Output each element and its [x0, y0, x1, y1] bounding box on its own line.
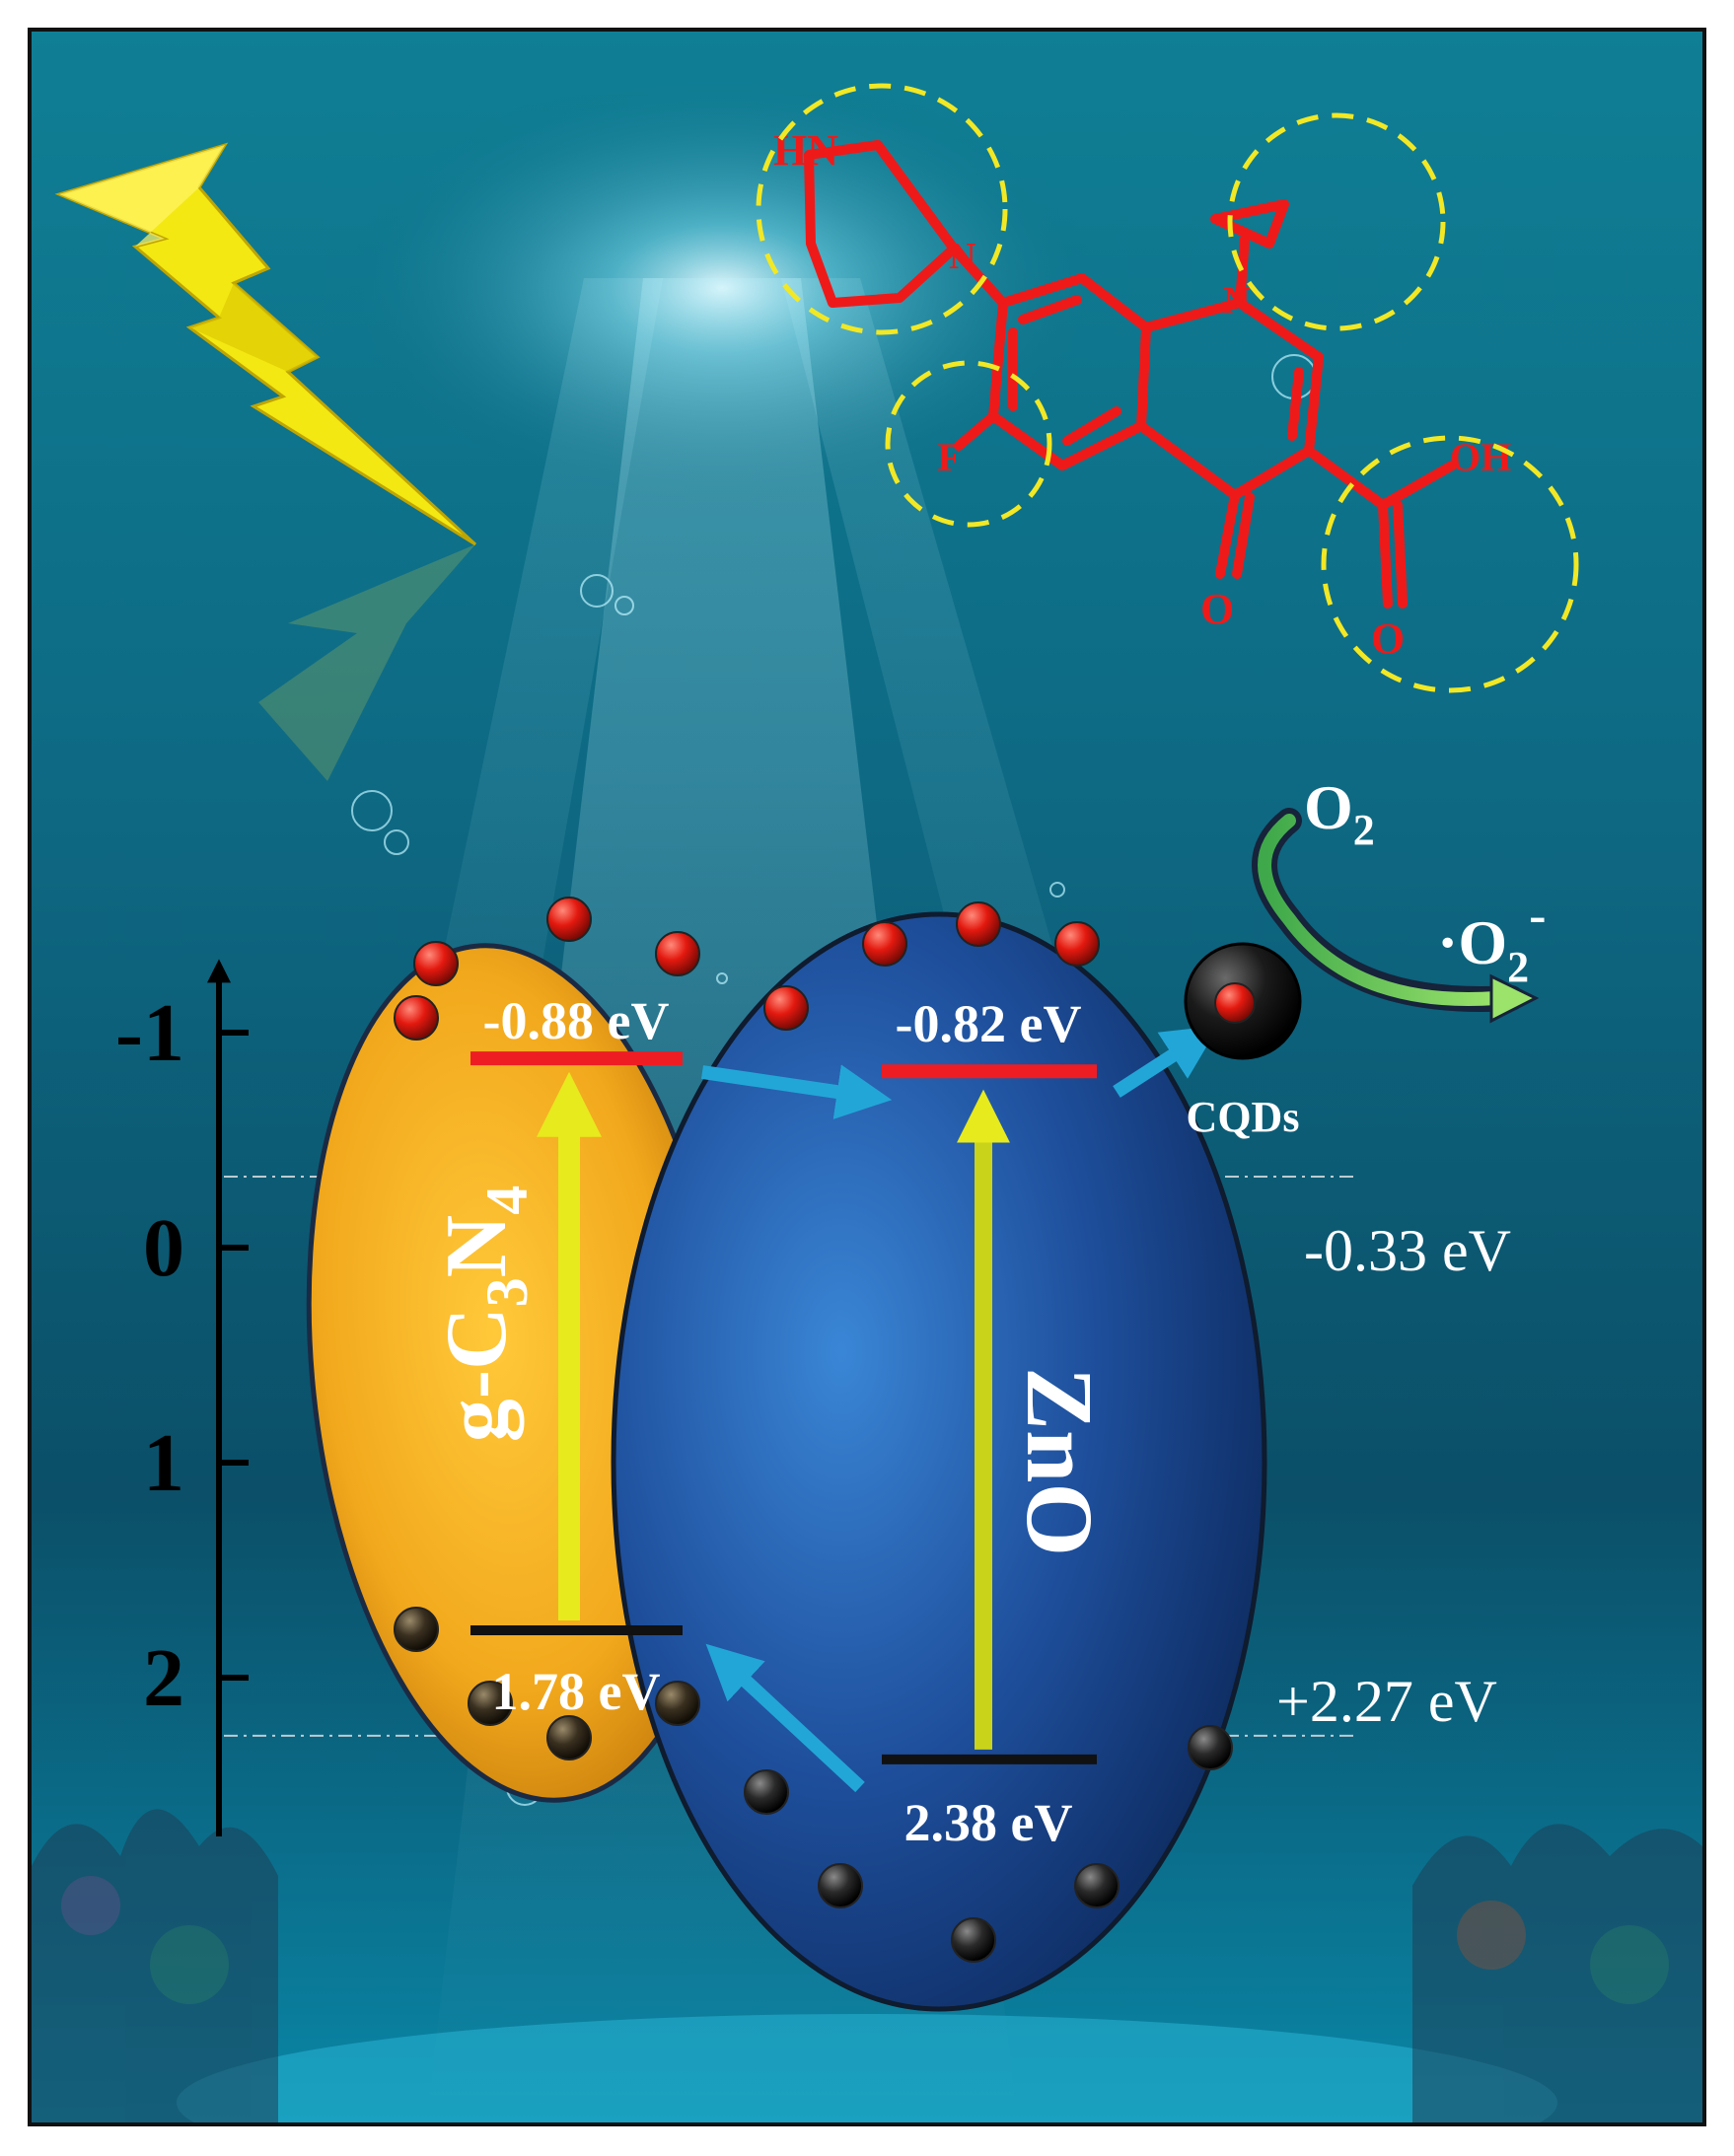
svg-text:g-C3N4: g-C3N4 — [429, 1186, 540, 1442]
axis-tick-label: 0 — [143, 1202, 184, 1294]
lightning-bolt-icon — [54, 142, 477, 781]
coral-left — [32, 1809, 278, 2122]
axis-tick-label: 1 — [143, 1417, 184, 1509]
zno-cb-label: -0.82 eV — [896, 994, 1082, 1053]
gcn-name: g-C3N4 — [429, 1186, 540, 1442]
axis-tick-label: -1 — [115, 987, 184, 1079]
gcn-vb-label: 1.78 eV — [492, 1662, 661, 1721]
electron-transfer-arrow — [700, 1064, 893, 1119]
molecule-labels: HN N N F O OH O — [773, 126, 1511, 663]
o2-reactant: O2 — [1304, 772, 1375, 854]
functional-group-highlights — [756, 83, 1579, 693]
cqds-particle — [1184, 942, 1302, 1060]
atom-f: F — [937, 435, 961, 479]
zno-vb-label: 2.38 eV — [904, 1793, 1073, 1852]
gcn-electrons — [394, 897, 700, 1041]
atom-o-ketone: O — [1200, 585, 1234, 633]
reduction-arc-head — [1489, 973, 1540, 1024]
energy-axis: -1 0 1 2 — [115, 959, 249, 1836]
reduction-arc — [1258, 814, 1503, 1006]
atom-oh: OH — [1450, 435, 1511, 479]
diagram-canvas: HN N N F O OH O -1 0 1 2 — [28, 28, 1706, 2156]
electron-to-cqds-arrow — [1113, 1025, 1219, 1098]
highlight-piperazine — [756, 83, 1008, 335]
svg-text:ZnO: ZnO — [1007, 1367, 1113, 1556]
o2-potential-label: -0.33 eV — [1304, 1218, 1511, 1283]
gcn-cb-label: -0.88 eV — [483, 991, 670, 1050]
superoxide-product: ·O2- — [1437, 888, 1546, 991]
zno-holes — [744, 1725, 1233, 1963]
zno-semiconductor — [611, 911, 1267, 2012]
ciprofloxacin-molecule — [804, 140, 1457, 609]
highlight-cyclopropyl — [1227, 112, 1446, 331]
zno-electrons — [763, 901, 1100, 1031]
atom-o-carbonyl: O — [1371, 614, 1405, 663]
hole-transfer-arrow — [705, 1643, 865, 1793]
axis-tick-label: 2 — [143, 1632, 184, 1724]
seafloor-glow — [177, 2014, 1557, 2156]
atom-n-piperazine: N — [949, 236, 975, 277]
gcn-holes — [394, 1607, 700, 1761]
diagram-svg: HN N N F O OH O -1 0 1 2 — [32, 32, 1702, 2156]
coral-right — [1412, 1824, 1702, 2122]
zno-name: ZnO — [1007, 1367, 1113, 1556]
atom-n-quinolone: N — [1223, 280, 1250, 322]
cqds-label: CQDs — [1187, 1093, 1300, 1141]
axis-ticks: -1 0 1 2 — [115, 987, 249, 1724]
highlight-carboxyl — [1321, 435, 1579, 693]
oh-potential-label: +2.27 eV — [1276, 1669, 1497, 1734]
highlight-fluorine — [885, 360, 1052, 528]
